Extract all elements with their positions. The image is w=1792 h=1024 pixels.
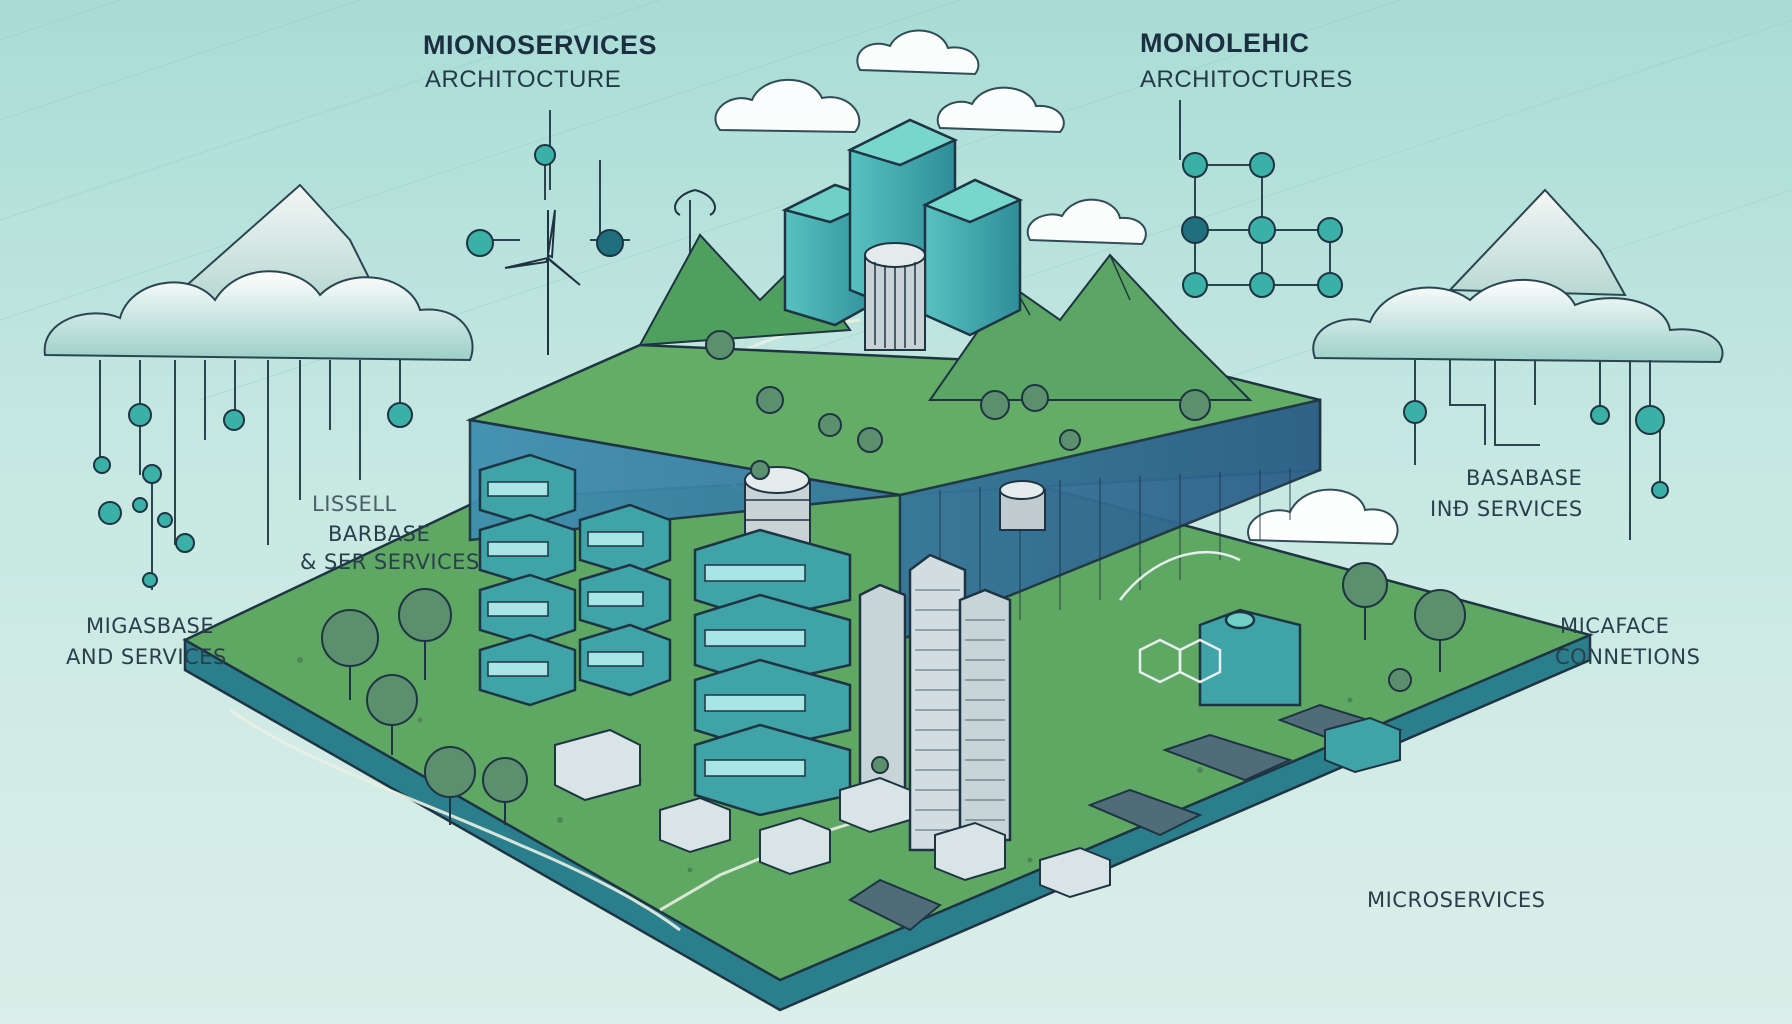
mid-left-label-2: BARBASE [328,522,431,546]
title-right-line2: ARCHITOCTURES [1140,66,1353,93]
right-mid-label-1: MICAFACE [1560,614,1670,638]
server-stack-buildings [478,453,852,817]
right-top-label-2: INÐ SERVICES [1430,497,1583,521]
left-cloud-mountain [43,183,474,590]
hexagon-circuit-icon [1119,551,1241,684]
right-top-label-1: BASABASE [1466,466,1583,490]
right-cloud-mountain [1312,188,1724,540]
top-towers [781,118,1024,337]
network-node-icon [466,144,624,257]
title-left-line1: MIONOSERVICES [423,30,658,60]
top-left-nodes [466,110,716,355]
network-node-icon [1181,152,1343,298]
tree-icon [321,330,1466,825]
cloud-icon [714,29,1399,632]
title-left-line2: ARCHITOCTURE [425,66,622,93]
network-graph [1179,100,1343,298]
mid-left-label-1: LISSELL [312,492,397,516]
left-label-2: AND SERVICES [66,645,227,669]
skyscrapers [858,553,1302,852]
mid-left-label-3: & SER SERVICES [300,550,480,574]
title-right-line1: MONOLEHIC [1140,28,1310,58]
background-hatching [0,0,1792,421]
ground-buildings [554,703,1403,932]
wind-turbine-icon [504,189,716,355]
isometric-platform [182,233,1594,1012]
right-mid-label-2: CONNETIONS [1555,645,1701,669]
network-node-icon [93,402,413,588]
bottom-right-label: MICROSERVICES [1367,888,1546,912]
left-label-1: MIGASBASE [86,614,215,638]
network-node-icon [1403,400,1669,499]
